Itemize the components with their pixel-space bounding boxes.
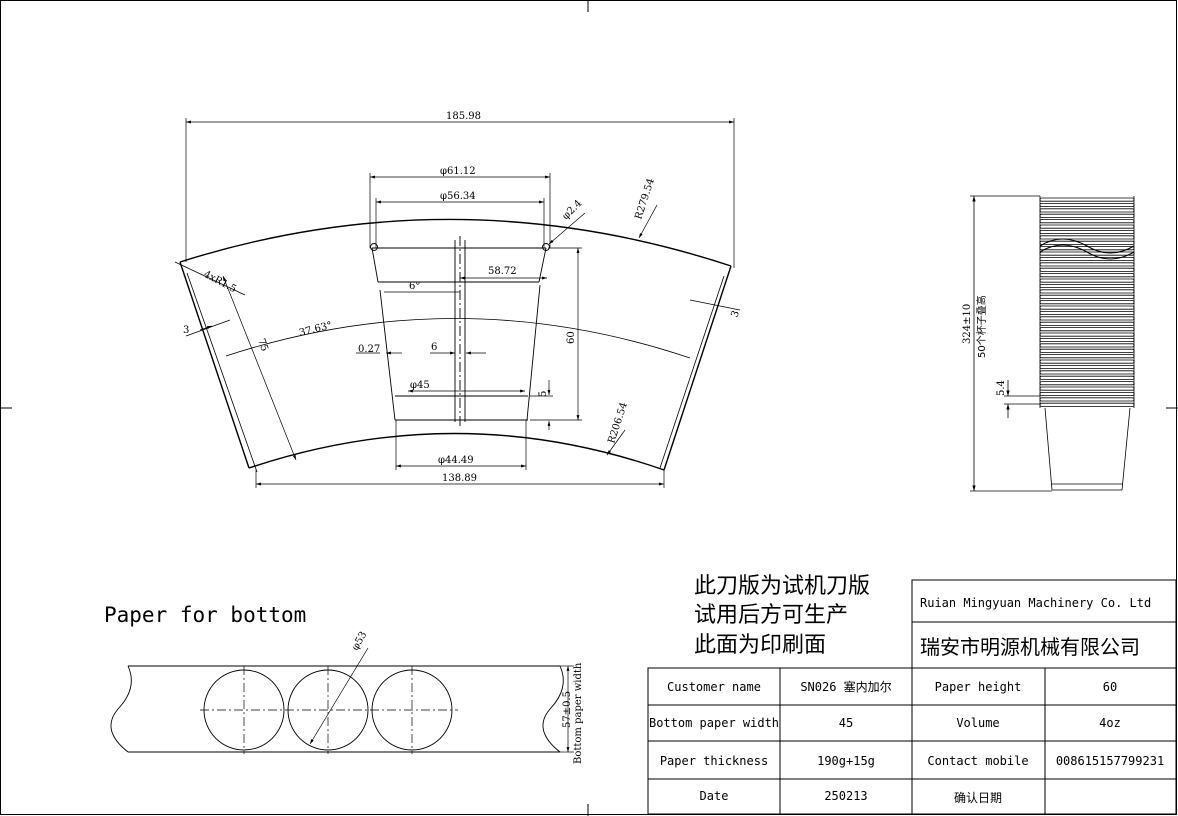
stack-rim [1039, 343, 1135, 348]
dim-width-top: 185.98 [446, 111, 481, 122]
stack-rims [1039, 197, 1135, 407]
label-paper-height: Paper height [935, 680, 1022, 694]
dim-overlap: 6 [431, 342, 437, 353]
fan-inner-guides [186, 272, 725, 473]
value-customer-name: SN026 塞内加尔 [800, 679, 891, 694]
stack-rim [1039, 202, 1135, 207]
stack-rim [1039, 208, 1135, 213]
dim-inner-radius: R206.54 [606, 401, 630, 445]
stack-rim [1039, 273, 1135, 278]
stack-note: 50个杯子叠高 [975, 295, 988, 358]
value-bottom-paper-width: 45 [839, 716, 853, 730]
stack-rim [1039, 359, 1135, 364]
stack-rim [1039, 397, 1135, 402]
production-notes: 此刀版为试机刀版 试用后方可生产 此面为印刷面 [694, 574, 870, 658]
title-block [647, 579, 1177, 815]
stack-rim [1039, 337, 1135, 342]
stack-rim [1039, 213, 1135, 218]
stack-rim [1039, 402, 1135, 407]
stack-rim [1039, 370, 1135, 375]
title-block-text: Ruian Mingyuan Machinery Co. Ltd 瑞安市明源机械… [649, 596, 1164, 805]
dim-outer-radius: R279.54 [633, 177, 657, 221]
stack-labels: 324±10 50个杯子叠高 5.4 [962, 295, 1007, 396]
value-paper-thickness: 190g+15g [817, 754, 875, 768]
stack-rim [1039, 219, 1135, 224]
dim-taper-angle: 6° [409, 281, 420, 292]
stack-rim [1039, 256, 1135, 261]
stack-rim [1039, 386, 1135, 391]
note-line-1: 此刀版为试机刀版 [694, 574, 870, 599]
dim-rim-pitch: 5.4 [996, 380, 1007, 396]
label-paper-thickness: Paper thickness [660, 754, 768, 768]
dim-sweep-angle: 37.63° [298, 320, 333, 339]
value-date: 250213 [824, 789, 867, 803]
dim-half-width: 58.72 [488, 266, 517, 277]
dim-width-bottom: 138.89 [442, 473, 477, 484]
label-contact-mobile: Contact mobile [927, 754, 1028, 768]
stack-rim [1039, 229, 1135, 234]
stack-rim [1039, 321, 1135, 326]
label-confirm-date: 确认日期 [954, 791, 1002, 805]
dim-top-outer-diameter: φ61.12 [440, 166, 476, 177]
dim-corner-radius: 4xR1.5 [202, 269, 238, 295]
note-line-3: 此面为印刷面 [694, 633, 826, 658]
stack-rim [1039, 305, 1135, 310]
stack-rim [1039, 375, 1135, 380]
dim-margin-left: 3 [183, 325, 189, 336]
dim-bottom-width: 57±0.5 [562, 691, 573, 728]
company-name-en: Ruian Mingyuan Machinery Co. Ltd [920, 596, 1151, 610]
stack-rim [1039, 246, 1135, 251]
value-paper-height: 60 [1103, 680, 1117, 694]
label-bottom-paper-width: Bottom paper width [649, 716, 779, 730]
fan-dimension-labels: 185.98 φ61.12 φ56.34 φ2.4 R279.54 4xR1.5… [183, 111, 742, 484]
stack-rim [1039, 224, 1135, 229]
stack-rim [1039, 354, 1135, 359]
stack-rim [1039, 310, 1135, 315]
dim-margin-right: 3 [729, 309, 742, 319]
dim-stack-height: 324±10 [962, 304, 973, 344]
dim-bottom-diameter: φ45 [410, 380, 430, 391]
stack-rim [1039, 240, 1135, 245]
stack-rim [1039, 364, 1135, 369]
dim-offset: 0.27 [358, 344, 380, 355]
bottom-paper-title: Paper for bottom [104, 603, 306, 627]
stack-rim [1039, 197, 1135, 202]
value-volume: 4oz [1099, 716, 1121, 730]
stack-rim [1039, 278, 1135, 283]
company-name-cn: 瑞安市明源机械有限公司 [920, 635, 1140, 659]
stack-rim [1039, 300, 1135, 305]
stack-rim [1039, 235, 1135, 240]
fan-dimension-lines [174, 118, 741, 488]
stack-rim [1039, 267, 1135, 272]
stack-rim [1039, 332, 1135, 337]
dim-slant-height: 75 [255, 337, 270, 353]
dim-hole-diameter: φ2.4 [560, 198, 584, 222]
bottom-paper: Paper for bottom φ53 57±0.5 Bottom paper… [104, 603, 584, 764]
label-bottom-width: Bottom paper width [573, 662, 584, 764]
label-volume: Volume [956, 716, 999, 730]
stack-rim [1039, 283, 1135, 288]
dim-cup-height: 60 [566, 331, 577, 344]
stack-rim [1039, 289, 1135, 294]
dim-bottom-circle: φ53 [350, 630, 369, 653]
stack-rim [1039, 262, 1135, 267]
dim-bottom-step: 5 [538, 391, 549, 397]
cup-profile [370, 236, 550, 426]
stack-rim [1039, 391, 1135, 396]
stack-rim [1039, 294, 1135, 299]
value-contact-mobile: 008615157799231 [1056, 754, 1164, 768]
dim-base-diameter: φ44.49 [438, 455, 474, 466]
dim-top-inner-diameter: φ56.34 [440, 191, 476, 202]
stack-rim [1039, 348, 1135, 353]
label-customer-name: Customer name [667, 680, 761, 694]
label-date: Date [700, 789, 729, 803]
note-line-2: 试用后方可生产 [694, 603, 848, 628]
stack-rim [1039, 327, 1135, 332]
cup-stack [970, 195, 1135, 492]
stack-rim [1039, 381, 1135, 386]
cup-fan-outline [179, 218, 732, 471]
stack-rim [1039, 316, 1135, 321]
